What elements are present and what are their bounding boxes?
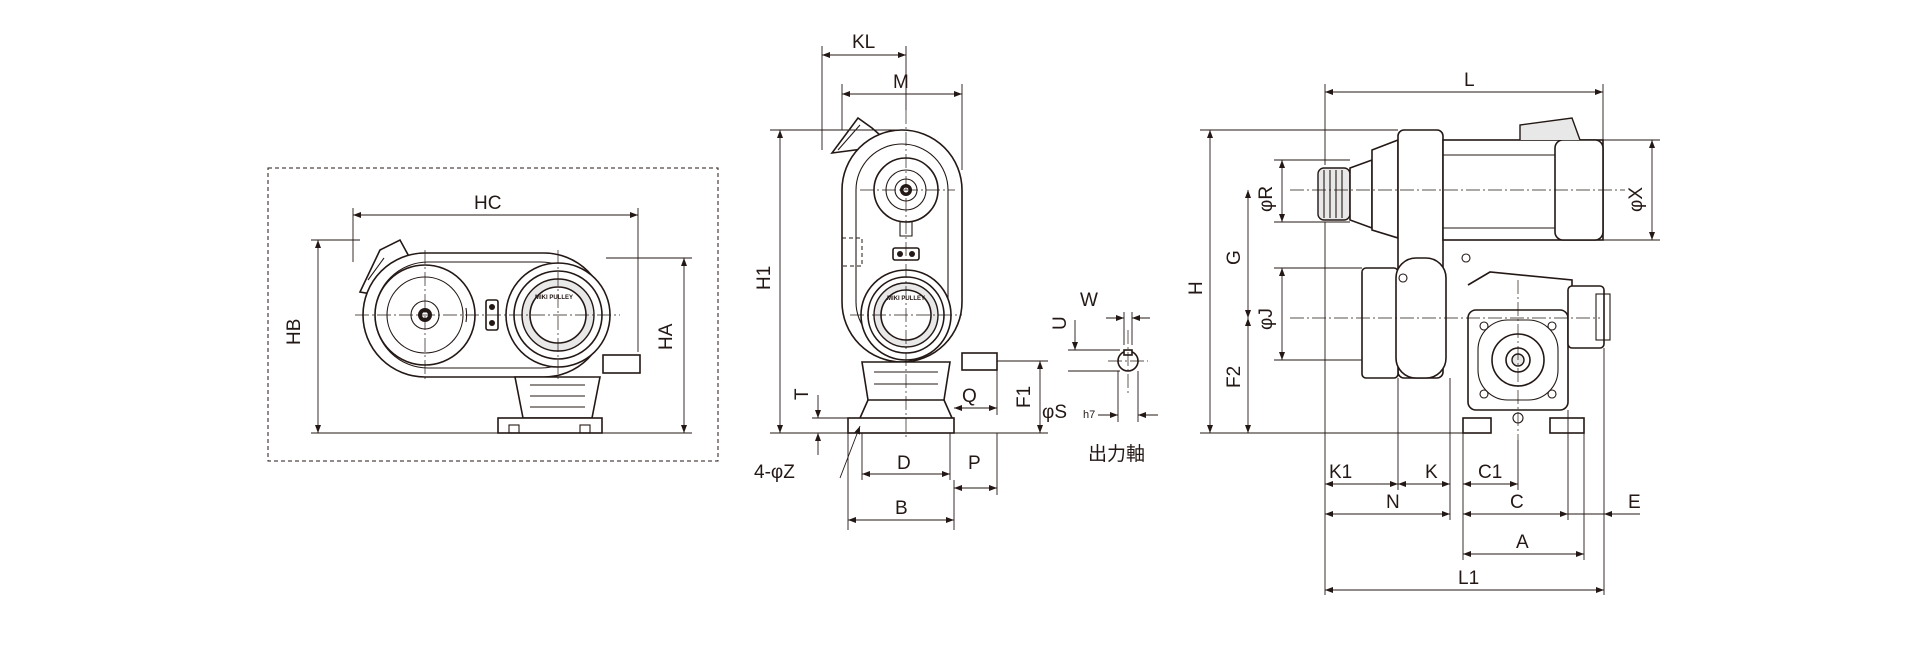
label-b: B: [895, 498, 908, 519]
label-f1: F1: [1014, 386, 1035, 408]
brake-housing: [1361, 267, 1399, 379]
side-view: MIKI PULLEY KL M H1 T 4-φZ: [754, 32, 1158, 530]
label-w: W: [1080, 290, 1098, 311]
label-e: E: [1628, 492, 1641, 513]
front-view: MIKI PULLEY HC HB HA: [267, 167, 719, 462]
side-foot: [847, 417, 955, 434]
end-foot-right: [1549, 417, 1585, 434]
label-m: M: [893, 72, 909, 93]
label-hb: HB: [284, 319, 305, 345]
output-shaft: [602, 354, 641, 374]
label-h: H: [1186, 281, 1207, 295]
gear-base: [514, 376, 601, 419]
label-q: Q: [962, 386, 977, 407]
label-hc: HC: [474, 193, 501, 214]
base-foot: [497, 417, 603, 434]
terminal-box: [1519, 117, 1581, 141]
label-u: U: [1050, 316, 1071, 330]
label-z: 4-φZ: [754, 462, 795, 483]
label-g: G: [1224, 250, 1245, 265]
output-cover: [1567, 285, 1605, 349]
label-k1: K1: [1329, 462, 1352, 483]
label-t: T: [792, 388, 813, 400]
front-brand-label: MIKI PULLEY: [535, 295, 573, 301]
label-c1: C1: [1478, 462, 1502, 483]
label-n: N: [1386, 492, 1400, 513]
label-a: A: [1516, 532, 1529, 553]
label-h1: H1: [754, 266, 775, 290]
label-s: φS: [1042, 402, 1067, 423]
label-j: φJ: [1256, 308, 1277, 330]
flange: [1371, 138, 1399, 240]
label-c: C: [1510, 492, 1524, 513]
label-s-tolerance: h7: [1083, 409, 1095, 421]
label-r: φR: [1256, 186, 1277, 212]
output-shaft-section: W U φS h7 出力軸: [1042, 290, 1158, 465]
label-ha: HA: [656, 323, 677, 350]
label-d: D: [897, 453, 911, 474]
side-output-shaft: [961, 352, 998, 371]
knurled-knob: [1317, 167, 1351, 221]
label-p: P: [968, 453, 981, 474]
end-foot-left: [1462, 417, 1492, 434]
label-kl: KL: [852, 32, 875, 53]
label-l: L: [1464, 70, 1475, 91]
label-x: φX: [1626, 187, 1647, 212]
label-k: K: [1425, 462, 1438, 483]
label-output-shaft: 出力軸: [1088, 443, 1145, 465]
end-view: L φR φX H G φJ F2: [1186, 70, 1660, 595]
front-view-frame: [267, 167, 719, 462]
label-l1: L1: [1458, 568, 1479, 589]
label-f2: F2: [1224, 366, 1245, 388]
